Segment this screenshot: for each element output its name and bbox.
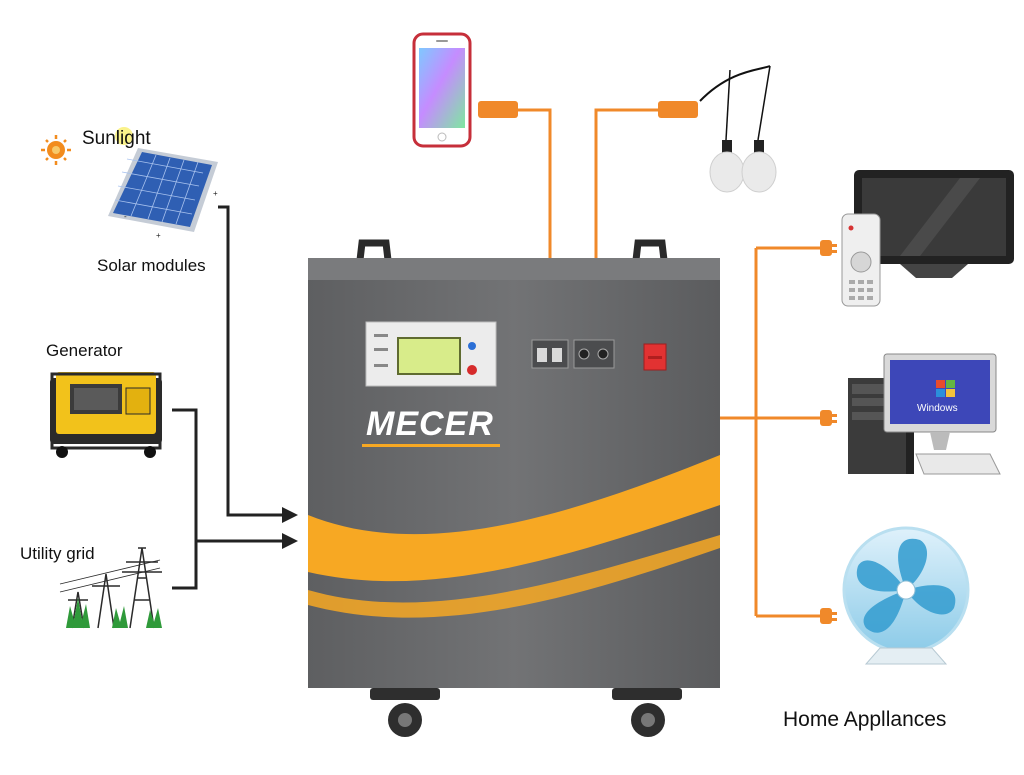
solar-modules-label: Solar modules [97,256,206,275]
svg-text:+: + [156,231,161,240]
windows-logo [936,380,955,397]
bulb-icon [699,65,777,193]
generator-wire [172,408,198,590]
solar-wire [218,205,284,517]
usb-plug-left [478,101,518,118]
svg-text:-: - [124,212,127,221]
accent-swoosh [308,455,720,582]
sunlight-label: Sunlight [82,128,151,149]
fan-icon [842,526,970,665]
generator-label: Generator [46,341,123,360]
arrow-head-1 [282,507,298,523]
sun-icon [41,135,71,165]
generator-icon [50,372,162,458]
utility-grid-label: Utility grid [20,544,95,563]
power-unit: MECER [308,239,720,737]
wheel-right [612,688,682,737]
lcd-display [397,337,461,375]
grass-icon [66,598,162,628]
computer-icon: Windows [848,353,1001,475]
phone-icon [412,32,472,148]
sun-glow-icon [115,127,133,145]
indicator-led-blue [468,342,476,350]
power-button [467,365,477,375]
svg-text:+: + [213,189,218,198]
usb-plug-right [658,101,698,118]
brand-logo: MECER [366,405,494,443]
remote-icon [841,213,881,307]
arrow-head-2 [282,533,298,549]
tv-icon [854,170,1014,278]
screen-text: Windows [917,403,958,414]
home-appliances-label: Home Appllances [783,708,947,731]
solar-panel-icon: + - + [108,148,218,240]
wheel-left [370,688,440,737]
input-wires [172,205,284,590]
appliance-plugs [820,240,837,624]
